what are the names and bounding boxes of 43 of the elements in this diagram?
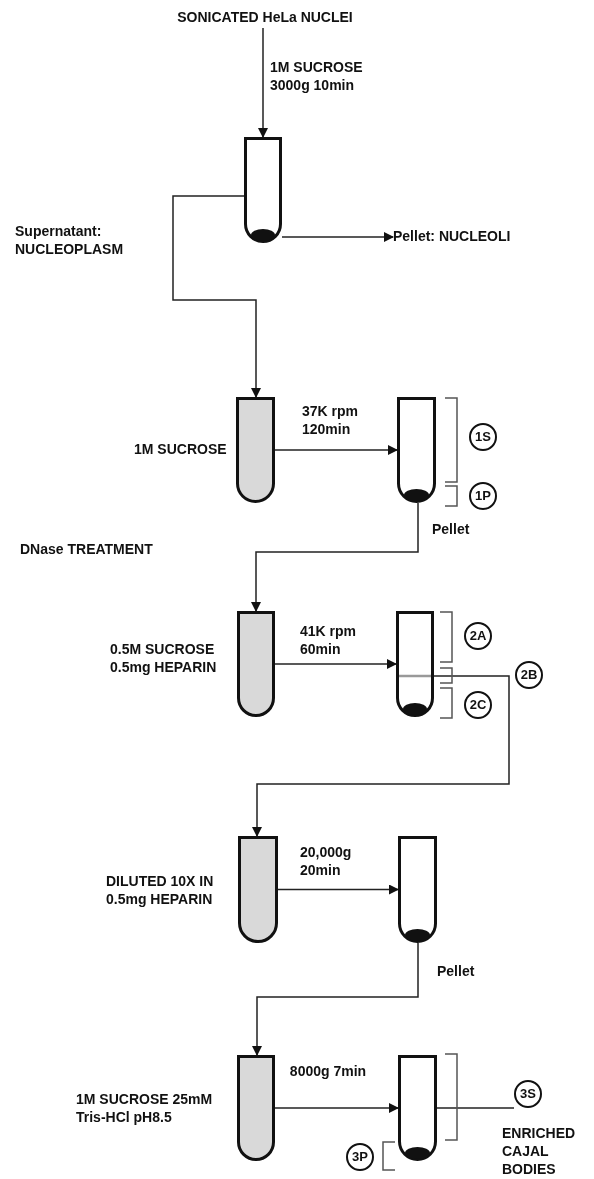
centrifuge-tube bbox=[244, 137, 282, 243]
edge-label: Supernatant: NUCLEOPLASM bbox=[15, 222, 125, 259]
arrow bbox=[274, 445, 398, 455]
leader-line bbox=[436, 1107, 515, 1109]
edge-label: 41K rpm 60min bbox=[300, 622, 358, 659]
centrifuge-tube bbox=[396, 611, 434, 717]
callout-number: 1S bbox=[469, 423, 497, 451]
centrifuge-tube bbox=[236, 397, 275, 503]
result-caption: ENRICHED CAJAL BODIES bbox=[502, 1124, 577, 1179]
centrifuge-tube bbox=[398, 1055, 437, 1161]
callout-number: 2C bbox=[464, 691, 492, 719]
arrow bbox=[252, 942, 419, 1056]
callout-number: 2A bbox=[464, 622, 492, 650]
centrifuge-tube bbox=[398, 836, 437, 943]
centrifuge-tube bbox=[237, 1055, 275, 1161]
centrifuge-tube bbox=[237, 611, 275, 717]
arrow bbox=[251, 502, 419, 612]
edge-label: 8000g 7min bbox=[288, 1062, 368, 1081]
step-note: DNase TREATMENT bbox=[20, 540, 153, 559]
node-text: SONICATED HeLa NUCLEI bbox=[150, 8, 380, 28]
arrow bbox=[277, 884, 399, 895]
callout-number: 3S bbox=[514, 1080, 542, 1108]
edge-label: Pellet bbox=[437, 962, 476, 981]
solution-contents: DILUTED 10X IN 0.5mg HEPARIN bbox=[106, 872, 215, 909]
arrow bbox=[258, 27, 268, 138]
solution-contents: 0.5M SUCROSE 0.5mg HEPARIN bbox=[110, 640, 218, 677]
node-text: Pellet: NUCLEOLI bbox=[393, 227, 543, 247]
arrow bbox=[274, 659, 397, 669]
callout-number: 2B bbox=[515, 661, 543, 689]
centrifuge-tube bbox=[397, 397, 436, 503]
edge-label: Pellet bbox=[432, 520, 471, 539]
arrow bbox=[274, 1103, 399, 1113]
callout-number: 1P bbox=[469, 482, 497, 510]
callout-number: 3P bbox=[346, 1143, 374, 1171]
arrow bbox=[281, 232, 394, 242]
edge-label: 37K rpm 120min bbox=[302, 402, 360, 439]
solution-contents: 1M SUCROSE bbox=[134, 440, 228, 459]
edge-label: 1M SUCROSE 3000g 10min bbox=[270, 58, 364, 95]
centrifuge-tube bbox=[238, 836, 278, 943]
edge-label: 20,000g 20min bbox=[300, 843, 353, 880]
arrow bbox=[252, 675, 510, 837]
arrow bbox=[172, 195, 261, 398]
solution-contents: 1M SUCROSE 25mM Tris-HCl pH8.5 bbox=[76, 1090, 214, 1127]
